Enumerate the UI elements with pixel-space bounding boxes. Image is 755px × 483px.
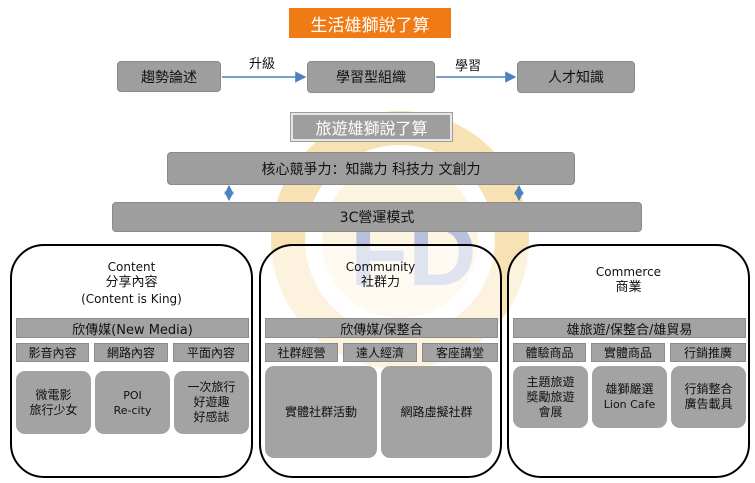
tile-line: 行銷整合 xyxy=(684,382,733,396)
category-box: 體驗商品 xyxy=(513,343,586,362)
arrow-label-learn: 學習 xyxy=(455,59,482,74)
tile-line: 廣告載具 xyxy=(684,397,733,411)
panel-heading: Community xyxy=(345,260,416,274)
tile-line: 主題旅遊 xyxy=(526,374,575,389)
commerce-tile: 行銷整合 廣告載具 xyxy=(671,366,746,428)
tile-line: 旅行少女 xyxy=(29,402,78,417)
category-box: 達人經濟 xyxy=(343,343,417,362)
category-box: 網路內容 xyxy=(94,343,168,362)
panel-heading: Commerce xyxy=(595,265,662,279)
tile-line: 實體社群活動 xyxy=(284,404,357,419)
tile-line: 微電影 xyxy=(35,387,72,402)
panel-content: Content 分享內容 (Content is King) 欣傳媒(New M… xyxy=(10,244,253,478)
tile-line: 雄獅嚴選 xyxy=(605,382,654,396)
tile-line: 好感誌 xyxy=(193,410,230,424)
tile-line: 網路虛擬社群 xyxy=(400,404,473,419)
content-tile: 微電影 旅行少女 xyxy=(16,371,91,434)
category-box: 客座講堂 xyxy=(422,343,498,362)
category-box: 平面內容 xyxy=(173,343,249,362)
operating-model-box: 3C營運模式 xyxy=(112,202,642,232)
panel-community: Community 社群力 欣傳媒/保整合 社群經營 達人經濟 客座講堂 實體社… xyxy=(259,244,502,478)
panel-bar: 雄旅遊/保整合/雄貿易 xyxy=(513,318,746,338)
community-tile: 網路虛擬社群 xyxy=(381,366,492,458)
subtitle-box: 旅遊雄獅說了算 xyxy=(291,113,452,141)
tile-line: 會展 xyxy=(538,404,563,419)
category-box: 社群經營 xyxy=(265,343,338,362)
flow-box-talent: 人才知識 xyxy=(517,61,635,93)
panel-name: 分享內容 xyxy=(105,275,158,290)
panel-heading: Content xyxy=(107,260,156,274)
flow-box-trend: 趨勢論述 xyxy=(117,61,221,92)
tile-line: 好遊趣 xyxy=(193,395,230,409)
panel-bar: 欣傳媒/保整合 xyxy=(265,318,498,338)
category-box: 行銷推廣 xyxy=(670,343,746,362)
page-title: 生活雄獅說了算 xyxy=(289,8,451,38)
category-box: 影音內容 xyxy=(16,343,89,362)
panel-bar: 欣傳媒(New Media) xyxy=(16,318,249,338)
category-box: 實體商品 xyxy=(591,343,665,362)
panel-name: 商業 xyxy=(615,280,642,295)
tile-line: POI xyxy=(123,388,142,402)
tile-line: Lion Cafe xyxy=(603,398,656,411)
tile-line: 一次旅行 xyxy=(187,380,236,394)
commerce-tile: 雄獅嚴選 Lion Cafe xyxy=(592,366,667,428)
tile-line: Re-city xyxy=(113,403,152,417)
panel-name: 社群力 xyxy=(360,275,400,290)
content-tile: 一次旅行 好遊趣 好感誌 xyxy=(174,371,249,434)
arrow-label-upgrade: 升級 xyxy=(249,57,276,72)
commerce-tile: 主題旅遊 獎勵旅遊 會展 xyxy=(513,366,588,428)
tile-line: 獎勵旅遊 xyxy=(526,389,575,404)
flow-box-learning-org: 學習型組織 xyxy=(307,61,435,93)
panel-tagline: (Content is King) xyxy=(81,292,182,306)
community-tile: 實體社群活動 xyxy=(265,366,377,458)
core-competence-box: 核心競爭力：知識力 科技力 文創力 xyxy=(167,152,575,185)
content-tile: POI Re-city xyxy=(95,371,170,434)
panel-commerce: Commerce 商業 雄旅遊/保整合/雄貿易 體驗商品 實體商品 行銷推廣 主… xyxy=(507,244,750,478)
